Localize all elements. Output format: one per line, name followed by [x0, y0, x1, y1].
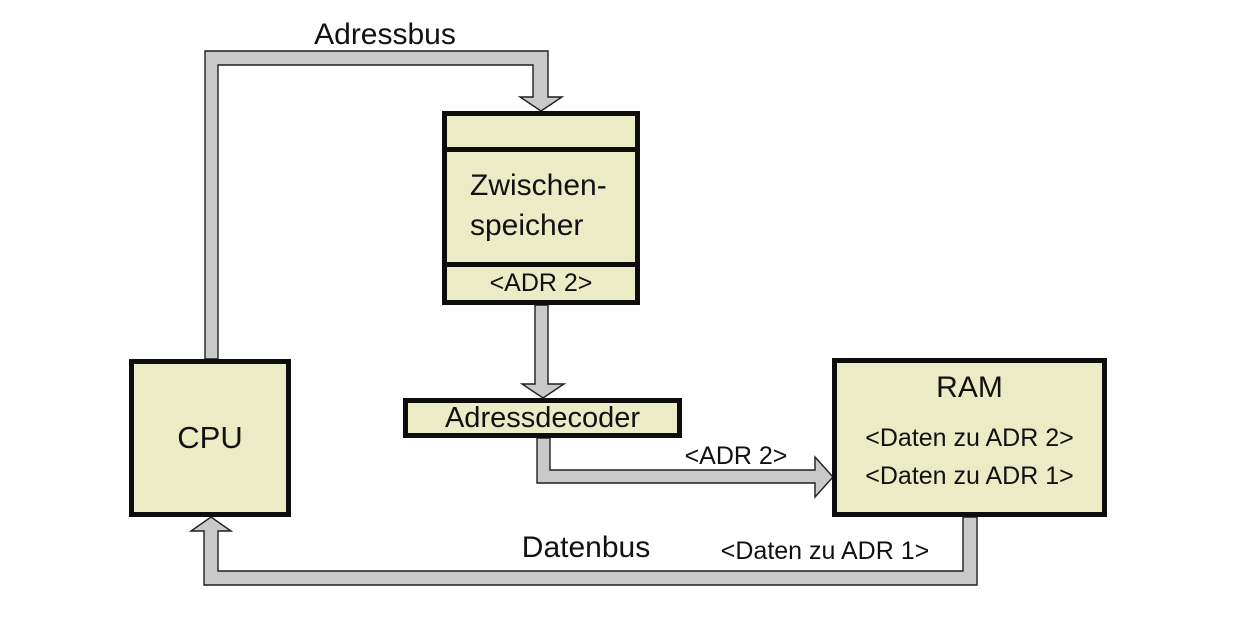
zwischenspeicher-address-slot: <ADR 2> — [447, 262, 635, 300]
ram-box: RAM <Daten zu ADR 2> <Daten zu ADR 1> — [832, 358, 1107, 517]
adressdecoder-label: Adressdecoder — [444, 401, 641, 434]
cpu-label: CPU — [177, 420, 243, 455]
buffer-to-decoder-arrow — [519, 304, 567, 399]
decoder-to-ram-arrow — [536, 437, 834, 499]
datenbus-label: Datenbus — [521, 531, 651, 564]
adressdecoder-box: Adressdecoder — [403, 398, 682, 438]
ram-data-row-adr1: <Daten zu ADR 1> — [865, 462, 1074, 490]
datenbus-pipe-arrow — [188, 516, 978, 586]
ram-label: RAM — [936, 371, 1003, 404]
cpu-box: CPU — [129, 359, 291, 517]
ram-data-row-adr2: <Daten zu ADR 2> — [865, 424, 1074, 452]
zwischenspeicher-address-value: <ADR 2> — [489, 269, 593, 297]
adressbus-label: Adressbus — [314, 18, 456, 51]
adr2-bus-value-label: <ADR 2> — [684, 442, 788, 470]
daten-zu-adr1-bus-value-label: <Daten zu ADR 1> — [720, 537, 930, 565]
zwischenspeicher-empty-slot — [447, 116, 635, 147]
zwischenspeicher-label-line2: speicher — [470, 209, 584, 242]
zwischenspeicher-label-line1: Zwischen- — [470, 169, 607, 202]
zwischenspeicher-title-section: Zwischen- speicher — [447, 147, 635, 262]
zwischenspeicher-box: Zwischen- speicher <ADR 2> — [442, 111, 640, 305]
